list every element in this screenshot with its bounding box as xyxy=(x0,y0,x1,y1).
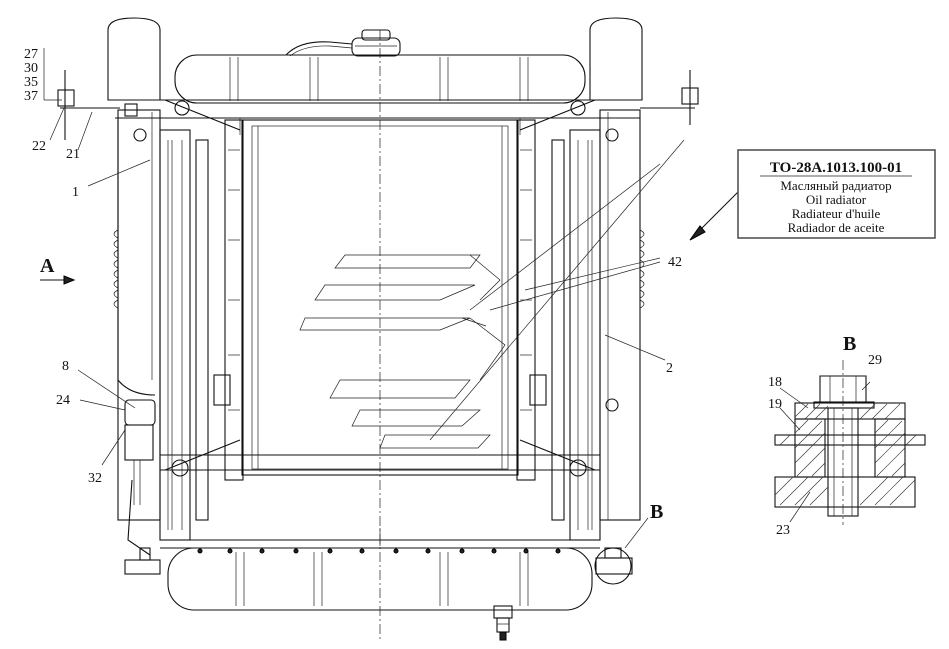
frame-bolts xyxy=(133,128,619,412)
part-name-fr: Radiateur d'huile xyxy=(792,206,881,221)
part-code: ТО-28А.1013.100-01 xyxy=(770,160,902,176)
callout-2: 2 xyxy=(666,361,673,376)
right-hose xyxy=(589,17,645,309)
view-a-arrow xyxy=(40,275,76,285)
leader-lines xyxy=(43,48,685,549)
callout-22: 22 xyxy=(32,139,46,154)
callout-35: 35 xyxy=(24,75,38,90)
callout-8: 8 xyxy=(62,359,69,374)
callout-29: 29 xyxy=(868,353,882,368)
part-name-ru: Масляный радиатор xyxy=(780,178,891,193)
right-lower-foot xyxy=(594,547,633,585)
view-a-label: A xyxy=(40,255,55,277)
callout-27: 27 xyxy=(24,47,38,62)
callout-1: 1 xyxy=(72,185,79,200)
callout-42: 42 xyxy=(668,255,682,270)
right-frame xyxy=(516,109,641,541)
callout-32: 32 xyxy=(88,471,102,486)
callout-23: 23 xyxy=(776,523,790,538)
upper-beam xyxy=(115,99,640,135)
radiator-core xyxy=(241,119,519,476)
callout-37: 37 xyxy=(24,89,38,104)
callout-24: 24 xyxy=(56,393,70,408)
bottom-tank xyxy=(160,528,600,611)
logo-watermark xyxy=(299,254,506,449)
box-pointer-arrow xyxy=(689,189,741,241)
left-frame xyxy=(117,109,244,541)
lower-beam xyxy=(160,439,600,477)
left-lower-bracket xyxy=(124,399,161,575)
callout-21: 21 xyxy=(66,147,80,162)
callout-19: 19 xyxy=(768,397,782,412)
part-name-en: Oil radiator xyxy=(806,192,867,207)
part-info-box: ТО-28А.1013.100-01 Масляный радиатор Oil… xyxy=(737,149,936,239)
view-b-label: B xyxy=(650,501,663,523)
top-stays xyxy=(57,70,699,140)
detail-b-title: B xyxy=(843,333,856,355)
drain-valve xyxy=(493,605,513,641)
filler-cap xyxy=(351,29,401,57)
callout-30: 30 xyxy=(24,61,38,76)
top-tank xyxy=(174,41,586,104)
part-name-es: Radiador de aceite xyxy=(788,220,885,235)
left-hose xyxy=(107,17,161,309)
callout-18: 18 xyxy=(768,375,782,390)
detail-b: B xyxy=(768,333,926,538)
